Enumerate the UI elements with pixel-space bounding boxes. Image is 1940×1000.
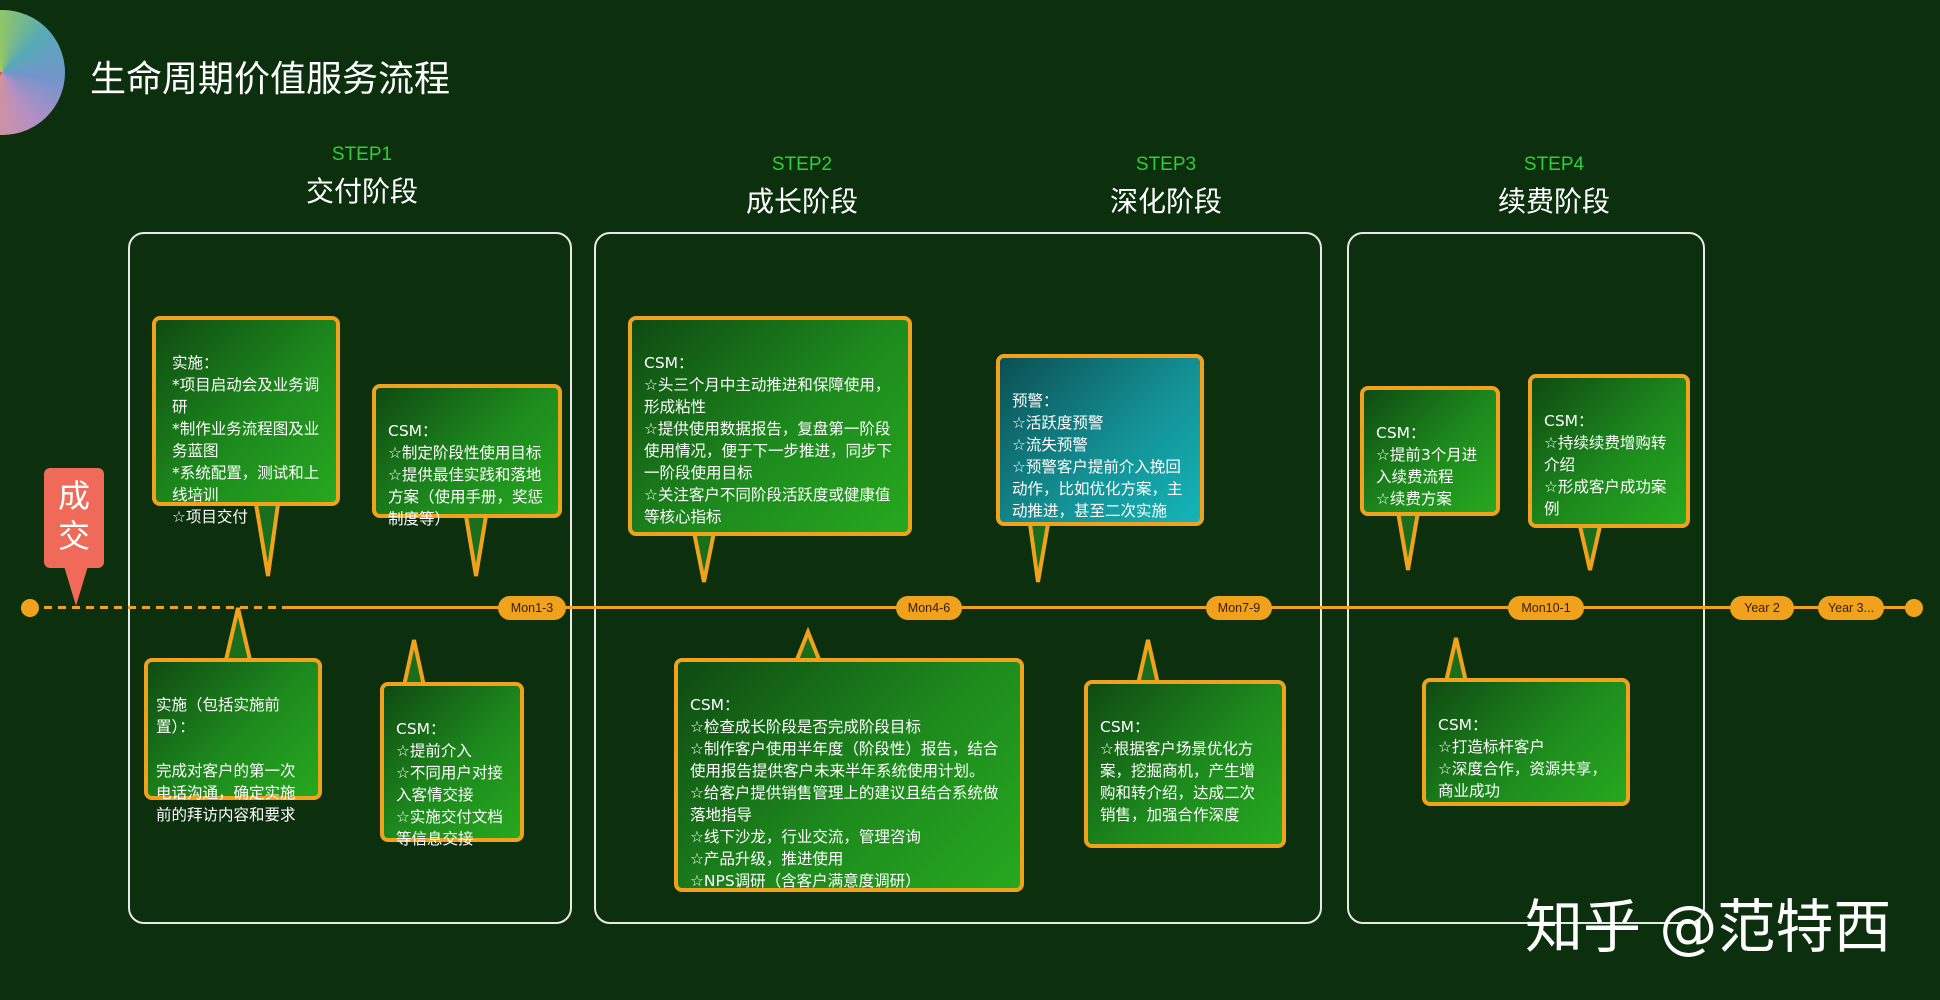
page-title: 生命周期价值服务流程 xyxy=(90,59,451,100)
timeline-start-dot xyxy=(21,599,39,617)
marker-mon10-1: Mon10-1 xyxy=(1508,596,1584,620)
bubble-s1-csm-below: CSM： ☆提前介入 ☆不同用户对接入客情交接 ☆实施交付文档等信息交接 xyxy=(380,682,524,848)
bubble-s3-csm-below: CSM： ☆根据客户场景优化方案，挖掘商机，产生增购和转介绍，达成二次销售，加强… xyxy=(1084,680,1286,848)
pointer-s2-top xyxy=(691,530,717,583)
stage1-frame xyxy=(128,232,572,924)
stage2-title: 成长阶段 xyxy=(745,185,858,218)
timeline-line xyxy=(290,606,1918,609)
pointer-s3-warning xyxy=(1027,522,1051,583)
deal-badge-pointer xyxy=(64,566,88,606)
pointer-s4-right xyxy=(1577,524,1603,571)
pointer-s1-csm xyxy=(463,514,489,577)
deal-badge-text: 成 交 xyxy=(57,477,90,555)
stage1-title: 交付阶段 xyxy=(305,175,418,208)
step2-label: STEP2 xyxy=(771,154,833,175)
bubble-s1-pre-implementation: 实施（包括实施前置）： 完成对客户的第一次电话沟通，确定实施前的拜访内容和要求 xyxy=(144,658,322,824)
stage4-title: 续费阶段 xyxy=(1497,185,1610,218)
bubble-s1-csm: CSM： ☆制定阶段性使用目标 ☆提供最佳实践和落地方案（使用手册，奖惩制度等） xyxy=(372,384,562,528)
bubble-s1-csm-below-text: CSM： ☆提前介入 ☆不同用户对接入客情交接 ☆实施交付文档等信息交接 xyxy=(396,720,503,848)
pointer-s4-below xyxy=(1443,637,1469,684)
step1-label: STEP1 xyxy=(331,144,393,165)
bubble-s2-csm-top: CSM： ☆头三个月中主动推进和保障使用，形成粘性 ☆提供使用数据报告，复盘第一… xyxy=(628,316,912,536)
marker-year2: Year 2 xyxy=(1730,596,1794,620)
marker-mon4-6: Mon4-6 xyxy=(896,596,962,620)
pointer-s3-below xyxy=(1135,639,1161,686)
bubble-s4-csm-below-text: CSM： ☆打造标杆客户 ☆深度合作，资源共享，商业成功 xyxy=(1438,716,1607,800)
bubble-s4-csm-right-text: CSM： ☆持续续费增购转介绍 ☆形成客户成功案例 xyxy=(1544,412,1667,518)
bubble-s2-csm-top-text: CSM： ☆头三个月中主动推进和保障使用，形成粘性 ☆提供使用数据报告，复盘第一… xyxy=(644,354,893,526)
step4-label: STEP4 xyxy=(1523,154,1585,175)
bubble-s4-csm-left: CSM： ☆提前3个月进入续费流程 ☆续费方案 xyxy=(1360,386,1500,516)
watermark: 知乎 @范特西 xyxy=(1525,893,1892,961)
step3-label: STEP3 xyxy=(1135,154,1197,175)
bubble-s1-pre-implementation-text: 实施（包括实施前置）： 完成对客户的第一次电话沟通，确定实施前的拜访内容和要求 xyxy=(156,696,296,824)
bubble-s1-implementation: 实施： *项目启动会及业务调研 *制作业务流程图及业务蓝图 *系统配置，测试和上… xyxy=(152,316,340,526)
bubble-s4-csm-left-text: CSM： ☆提前3个月进入续费流程 ☆续费方案 xyxy=(1376,424,1478,508)
pointer-s1-pre-impl xyxy=(223,607,253,662)
bubble-s1-implementation-text: 实施： *项目启动会及业务调研 *制作业务流程图及业务蓝图 *系统配置，测试和上… xyxy=(172,354,320,526)
bubble-s3-warning-text: 预警： ☆活跃度预警 ☆流失预警 ☆预警客户提前介入挽回动作，比如优化方案，主动… xyxy=(1012,392,1183,520)
pointer-s1-impl xyxy=(253,502,281,577)
marker-mon1-3: Mon1-3 xyxy=(498,596,566,620)
bubble-s3-warning: 预警： ☆活跃度预警 ☆流失预警 ☆预警客户提前介入挽回动作，比如优化方案，主动… xyxy=(996,354,1204,526)
pointer-s4-left xyxy=(1395,510,1421,571)
pointer-s1-csm-below xyxy=(401,639,427,688)
marker-year3: Year 3... xyxy=(1818,596,1884,620)
bubble-s2-csm-below-text: CSM： ☆检查成长阶段是否完成阶段目标 ☆制作客户使用半年度（阶段性）报告，结… xyxy=(690,696,999,890)
bubble-s4-csm-below: CSM： ☆打造标杆客户 ☆深度合作，资源共享，商业成功 xyxy=(1422,678,1630,806)
marker-mon7-9: Mon7-9 xyxy=(1206,596,1272,620)
stage3-title: 深化阶段 xyxy=(1109,185,1222,218)
stage2-3-frame xyxy=(594,232,1322,924)
timeline-dashed-segment xyxy=(30,606,290,609)
timeline-end-dot xyxy=(1905,599,1923,617)
bubble-s1-csm-text: CSM： ☆制定阶段性使用目标 ☆提供最佳实践和落地方案（使用手册，奖惩制度等） xyxy=(388,422,544,528)
bubble-s4-csm-right: CSM： ☆持续续费增购转介绍 ☆形成客户成功案例 xyxy=(1528,374,1690,528)
bubble-s2-csm-below: CSM： ☆检查成长阶段是否完成阶段目标 ☆制作客户使用半年度（阶段性）报告，结… xyxy=(674,658,1024,892)
bubble-s3-csm-below-text: CSM： ☆根据客户场景优化方案，挖掘商机，产生增购和转介绍，达成二次销售，加强… xyxy=(1100,718,1256,824)
deal-badge: 成 交 xyxy=(44,468,104,568)
stage4-frame xyxy=(1347,232,1705,924)
